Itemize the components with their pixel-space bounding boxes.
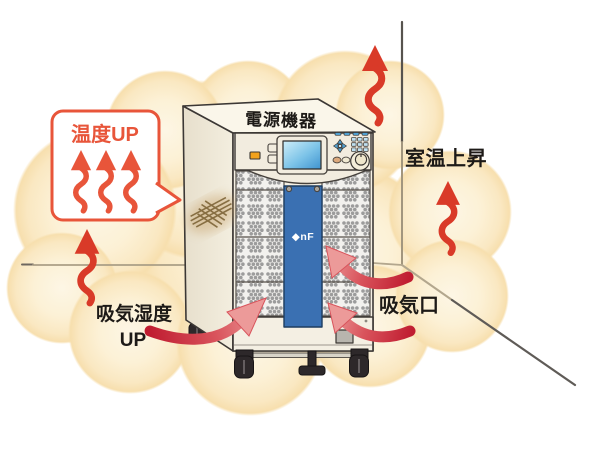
control-panel (234, 132, 372, 185)
numeric-keypad (351, 137, 369, 152)
front-stripe: ◆nF (283, 185, 323, 328)
arrow-keypad (333, 139, 347, 153)
panel-dash-buttons (334, 132, 369, 136)
vent-panels (235, 170, 371, 317)
display-screen (282, 140, 322, 170)
intake-humidity-label-line1: 吸気湿度 (96, 302, 173, 325)
front-left-caster (234, 349, 254, 379)
side-scuff-mark (186, 194, 238, 234)
stripe-hinge-left (285, 185, 293, 193)
floor-diagonal-faint (401, 264, 453, 301)
bubble-label: 温度UP (71, 122, 139, 146)
room-temp-label: 室温上昇 (405, 146, 487, 170)
base-name-plate (335, 329, 354, 344)
intake-port-label: 吸気口 (379, 293, 439, 317)
intake-airflow-arrows (144, 245, 416, 345)
room-corner-lines (21, 20, 577, 387)
intake-arrow-lower-right (327, 302, 416, 343)
bubble-tail (155, 181, 182, 215)
intake-arrow-left (144, 297, 267, 345)
rotary-knob (350, 151, 370, 171)
vent-column-right (321, 170, 371, 317)
intake-humidity-label-line2: UP (120, 330, 147, 351)
undercarriage (234, 348, 369, 379)
floor-edge-stub (372, 262, 403, 266)
device-label: 電源機器 (245, 109, 318, 132)
stripe-panel (283, 185, 323, 328)
soft-key-right (341, 156, 351, 164)
power-led-button (249, 151, 261, 160)
diagram-labels: 電源機器 室温上昇 吸気口 吸気湿度 UP (96, 109, 487, 351)
power-supply-device: ◆nF (182, 98, 376, 379)
stripe-hinge-right (313, 185, 321, 193)
floor-diagonal-line (450, 298, 577, 387)
temperature-up-bubble: 温度UP (50, 109, 182, 222)
intake-arrow-upper-right (325, 245, 414, 290)
front-right-caster (349, 348, 369, 378)
device-top-face (182, 98, 376, 134)
soft-key-left (332, 156, 342, 164)
leveling-foot (298, 350, 326, 376)
device-logo: ◆nF (292, 231, 314, 243)
vent-column-left (235, 170, 285, 317)
